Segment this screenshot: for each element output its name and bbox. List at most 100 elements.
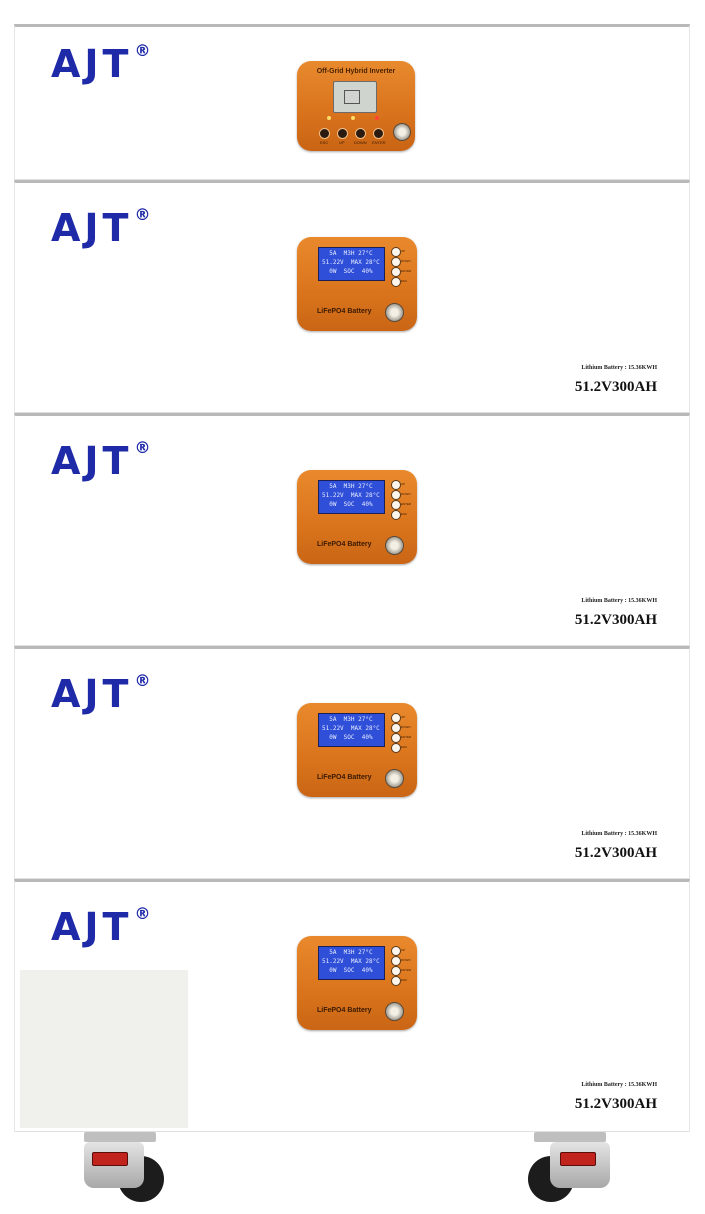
- button-label: UP: [401, 715, 406, 719]
- battery-lcd-screen: 5A M3H 27°C 51.22V MAX 28°C 0W SOC 40%: [318, 480, 385, 514]
- button-label: UP: [401, 482, 406, 486]
- button-label: UP: [339, 140, 345, 145]
- lcd-line: 5A M3H 27°C: [322, 483, 373, 490]
- battery-button-up[interactable]: [391, 946, 401, 956]
- button-label: ESC: [320, 140, 329, 145]
- inverter-status-leds: [321, 116, 391, 120]
- brand-logo: AJT®: [51, 438, 151, 483]
- battery-lcd-screen: 5A M3H 27°C 51.22V MAX 28°C 0W SOC 40%: [318, 713, 385, 747]
- button-label: UP: [401, 948, 406, 952]
- brand-logo: AJT®: [51, 904, 151, 949]
- model-label: 51.2V300AH: [574, 845, 657, 861]
- lcd-line: 5A M3H 27°C: [322, 716, 373, 723]
- battery-button-up[interactable]: [391, 247, 401, 257]
- button-label: UP: [401, 249, 406, 253]
- lcd-line: 5A M3H 27°C: [322, 949, 373, 956]
- lcd-line: 5A M3H 27°C: [322, 250, 373, 257]
- lcd-line: 0W SOC 40%: [322, 967, 373, 974]
- model-label: 51.2V300AH: [574, 1096, 657, 1112]
- battery-module: AJT® 5A M3H 27°C 51.22V MAX 28°C 0W SOC …: [14, 413, 690, 646]
- button-label: ENTER: [401, 735, 412, 739]
- inverter-title: Off-Grid Hybrid Inverter: [316, 68, 396, 75]
- button-label: ENTER: [401, 968, 412, 972]
- battery-control-panel: 5A M3H 27°C 51.22V MAX 28°C 0W SOC 40% U…: [297, 237, 417, 331]
- lcd-line: 0W SOC 40%: [322, 268, 373, 275]
- battery-control-panel: 5A M3H 27°C 51.22V MAX 28°C 0W SOC 40% U…: [297, 936, 417, 1030]
- capacity-label: Lithium Battery : 15.36KWH: [581, 598, 657, 604]
- inverter-lcd-screen: [333, 81, 377, 113]
- caster-bracket: [84, 1132, 156, 1142]
- button-label: ENTER: [401, 502, 412, 506]
- battery-button-esc[interactable]: [391, 743, 401, 753]
- battery-type-label: LiFePO4 Battery: [317, 1007, 372, 1014]
- power-switch-knob[interactable]: [385, 769, 404, 788]
- battery-button-up[interactable]: [391, 713, 401, 723]
- capacity-label: Lithium Battery : 15.36KWH: [581, 831, 657, 837]
- battery-control-panel: 5A M3H 27°C 51.22V MAX 28°C 0W SOC 40% U…: [297, 703, 417, 797]
- button-label: DOWN: [401, 725, 411, 729]
- led-indicator: [375, 116, 379, 120]
- button-label: ESC: [401, 745, 408, 749]
- inverter-button-down[interactable]: [355, 128, 366, 139]
- inverter-control-panel: Off-Grid Hybrid Inverter ESC UP DOWN ENT…: [297, 61, 415, 151]
- battery-button-esc[interactable]: [391, 277, 401, 287]
- led-indicator: [351, 116, 355, 120]
- capacity-label: Lithium Battery : 15.36KWH: [581, 365, 657, 371]
- capacity-label: Lithium Battery : 15.36KWH: [581, 1082, 657, 1088]
- lcd-line: 51.22V MAX 28°C: [322, 492, 380, 499]
- caster-wheel-right: [528, 1132, 616, 1202]
- lcd-line: 51.22V MAX 28°C: [322, 725, 380, 732]
- button-label: ENTER: [372, 140, 386, 145]
- battery-control-panel: 5A M3H 27°C 51.22V MAX 28°C 0W SOC 40% U…: [297, 470, 417, 564]
- button-label: DOWN: [401, 958, 411, 962]
- battery-button-down[interactable]: [391, 723, 401, 733]
- model-label: 51.2V300AH: [574, 612, 657, 628]
- power-switch-knob[interactable]: [385, 536, 404, 555]
- button-label: DOWN: [354, 140, 367, 145]
- battery-button-enter[interactable]: [391, 966, 401, 976]
- battery-button-down[interactable]: [391, 257, 401, 267]
- caster-wheel-left: [78, 1132, 166, 1202]
- battery-button-esc[interactable]: [391, 976, 401, 986]
- battery-module: AJT® 5A M3H 27°C 51.22V MAX 28°C 0W SOC …: [14, 180, 690, 413]
- power-switch-knob[interactable]: [393, 123, 411, 141]
- button-label: ESC: [401, 978, 408, 982]
- battery-button-enter[interactable]: [391, 267, 401, 277]
- battery-button-enter[interactable]: [391, 500, 401, 510]
- lcd-line: 0W SOC 40%: [322, 501, 373, 508]
- battery-button-up[interactable]: [391, 480, 401, 490]
- power-switch-knob[interactable]: [385, 1002, 404, 1021]
- inverter-button-up[interactable]: [337, 128, 348, 139]
- brand-logo: AJT®: [51, 41, 151, 86]
- battery-type-label: LiFePO4 Battery: [317, 541, 372, 548]
- lcd-battery-icon: [344, 90, 360, 104]
- caster-brake-pedal[interactable]: [560, 1152, 596, 1166]
- inverter-module: AJT® Off-Grid Hybrid Inverter ESC UP DOW…: [14, 24, 690, 180]
- power-switch-knob[interactable]: [385, 303, 404, 322]
- battery-button-enter[interactable]: [391, 733, 401, 743]
- battery-button-esc[interactable]: [391, 510, 401, 520]
- button-label: ESC: [401, 279, 408, 283]
- battery-lcd-screen: 5A M3H 27°C 51.22V MAX 28°C 0W SOC 40%: [318, 247, 385, 281]
- brand-logo: AJT®: [51, 205, 151, 250]
- battery-button-down[interactable]: [391, 490, 401, 500]
- lcd-line: 51.22V MAX 28°C: [322, 958, 380, 965]
- battery-button-down[interactable]: [391, 956, 401, 966]
- caster-brake-pedal[interactable]: [92, 1152, 128, 1166]
- lcd-line: 51.22V MAX 28°C: [322, 259, 380, 266]
- button-label: DOWN: [401, 492, 411, 496]
- battery-lcd-screen: 5A M3H 27°C 51.22V MAX 28°C 0W SOC 40%: [318, 946, 385, 980]
- inverter-button-enter[interactable]: [373, 128, 384, 139]
- led-indicator: [327, 116, 331, 120]
- faded-background-area: [20, 970, 188, 1128]
- button-label: ENTER: [401, 269, 412, 273]
- battery-module: AJT® 5A M3H 27°C 51.22V MAX 28°C 0W SOC …: [14, 646, 690, 879]
- battery-type-label: LiFePO4 Battery: [317, 308, 372, 315]
- inverter-button-esc[interactable]: [319, 128, 330, 139]
- lcd-line: 0W SOC 40%: [322, 734, 373, 741]
- battery-type-label: LiFePO4 Battery: [317, 774, 372, 781]
- model-label: 51.2V300AH: [574, 379, 657, 395]
- button-label: ESC: [401, 512, 408, 516]
- button-label: DOWN: [401, 259, 411, 263]
